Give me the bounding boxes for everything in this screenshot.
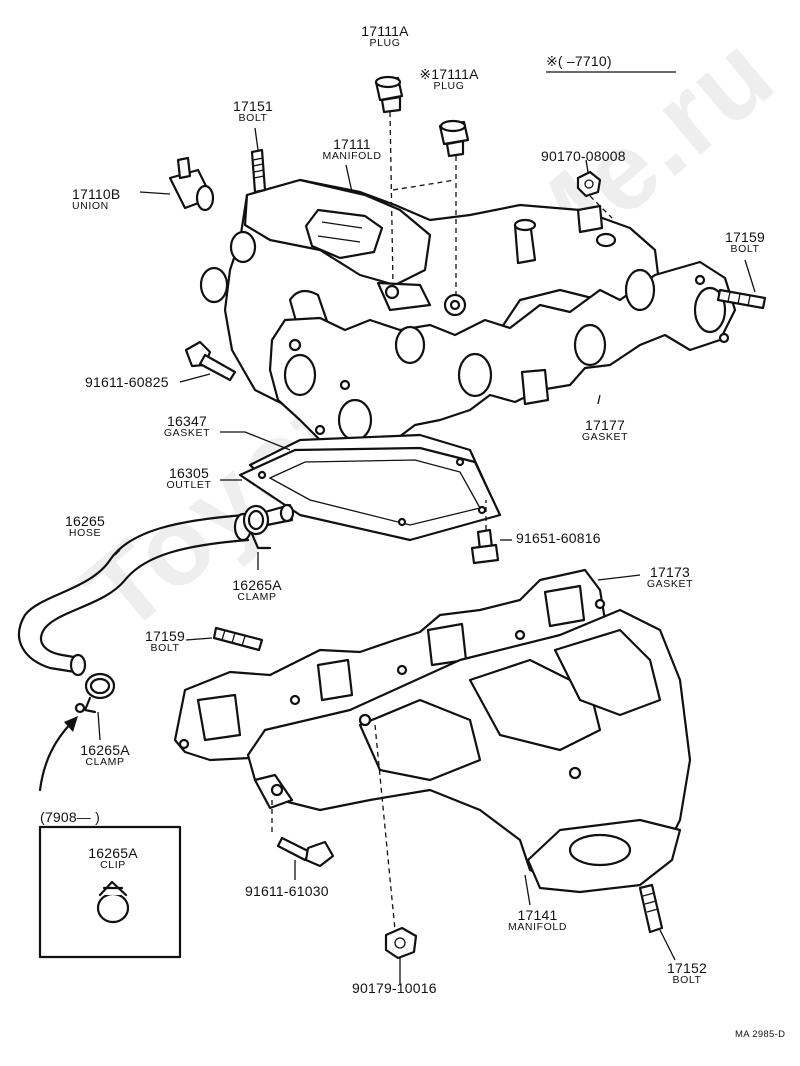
label-17151: 17151 BOLT <box>228 99 278 124</box>
plug-17111A-top-drawing <box>374 75 404 114</box>
label-16265-hose: 16265 HOSE <box>60 514 110 539</box>
part-name: HOSE <box>68 527 102 539</box>
clamp-16265A-lower-drawing <box>74 672 116 714</box>
part-number: 17141 <box>517 907 558 923</box>
label-17111A-alt: ※17111A PLUG <box>408 67 490 92</box>
part-number: 16265A <box>88 845 138 861</box>
part-name: GASKET <box>163 427 211 439</box>
label-16265A-clip: 16265A CLIP <box>78 846 148 871</box>
outlet-16305-drawing <box>238 433 502 542</box>
hose-16265-drawing <box>18 512 253 677</box>
part-name: MANIFOLD <box>507 921 568 933</box>
label-90170-08008: 90170-08008 <box>541 148 626 164</box>
label-17152: 17152 BOLT <box>662 961 712 986</box>
part-name: PLUG <box>433 80 465 92</box>
label-17111A-top: 17111A PLUG <box>355 24 415 49</box>
range-note-top: ※( –7710) <box>546 53 612 69</box>
part-name: BOLT <box>238 112 268 124</box>
clip-16265A-drawing <box>96 880 130 924</box>
label-17159-right: 17159 BOLT <box>720 230 770 255</box>
part-number: ※17111A <box>419 66 479 82</box>
part-name: BOLT <box>150 642 180 654</box>
part-number: 17110B <box>72 186 121 202</box>
label-17111: 17111 MANIFOLD <box>312 137 392 162</box>
part-number: 17111A <box>361 23 409 39</box>
clamp-16265A-upper-drawing <box>242 504 272 550</box>
label-90179-10016: 90179-10016 <box>352 980 437 996</box>
range-note-inset: (7908— ) <box>40 809 100 825</box>
label-91611-61030: 91611-61030 <box>245 883 329 899</box>
part-number: 16305 <box>169 465 209 481</box>
label-17110B: 17110B UNION <box>72 187 120 212</box>
bolt-91611-60825-drawing <box>184 340 237 382</box>
label-17159-left: 17159 BOLT <box>140 629 190 654</box>
part-name: GASKET <box>646 578 694 590</box>
part-name: UNION <box>72 200 109 212</box>
part-number: 17111 <box>333 136 371 152</box>
leader-lines <box>97 71 756 985</box>
label-17141: 17141 MANIFOLD <box>500 908 575 933</box>
part-name: CLIP <box>100 859 126 871</box>
label-17173: 17173 GASKET <box>640 565 700 590</box>
part-number: 17151 <box>233 98 273 114</box>
label-16265A-clamp-upper: 16265A CLAMP <box>222 578 292 603</box>
footer-code: MA 2985-D <box>735 1029 786 1040</box>
part-name: CLAMP <box>85 756 125 768</box>
stud-17152-drawing <box>638 883 664 934</box>
arrow-head <box>64 716 78 732</box>
stud-17159-left-drawing <box>212 626 264 652</box>
part-number: 17159 <box>145 628 185 644</box>
part-name: BOLT <box>672 974 702 986</box>
part-number: 17152 <box>667 960 707 976</box>
stud-17159-right-drawing <box>716 288 767 310</box>
part-number: 17173 <box>650 564 690 580</box>
part-number: 16265 <box>65 513 105 529</box>
plug-17111A-alt-drawing <box>438 119 470 158</box>
label-16347: 16347 GASKET <box>158 414 216 439</box>
label-16265A-clamp-lower: 16265A CLAMP <box>70 743 140 768</box>
part-name: GASKET <box>581 431 629 443</box>
label-16305: 16305 OUTLET <box>160 466 218 491</box>
label-91651-60816: 91651-60816 <box>516 530 601 546</box>
part-name: PLUG <box>369 37 401 49</box>
exhaust-manifold-17141-drawing <box>246 608 692 894</box>
bolt-91651-60816-drawing <box>470 528 500 565</box>
part-number: 16347 <box>167 413 207 429</box>
nut-90170-08008-drawing <box>576 170 602 198</box>
part-name: CLAMP <box>237 591 277 603</box>
stud-17151-drawing <box>250 148 267 194</box>
part-number: 16265A <box>232 577 282 593</box>
part-name: MANIFOLD <box>322 150 382 162</box>
alignment-dashed-lines <box>271 111 613 931</box>
inset-box-clip <box>38 825 182 959</box>
label-17177: 17177 GASKET <box>575 418 635 443</box>
part-name: OUTLET <box>166 479 212 491</box>
part-name: BOLT <box>730 243 760 255</box>
part-number: 17159 <box>725 229 765 245</box>
part-number: 16265A <box>80 742 130 758</box>
nut-90179-10016-drawing <box>384 926 418 960</box>
gasket-17173-drawing <box>173 568 607 762</box>
gasket-17177-drawing <box>268 260 737 464</box>
union-17110B-drawing <box>168 156 215 212</box>
direction-arrow <box>38 720 74 792</box>
bolt-91611-61030-drawing <box>276 836 335 868</box>
label-91611-60825: 91611-60825 <box>85 374 169 390</box>
part-number: 17177 <box>585 417 625 433</box>
